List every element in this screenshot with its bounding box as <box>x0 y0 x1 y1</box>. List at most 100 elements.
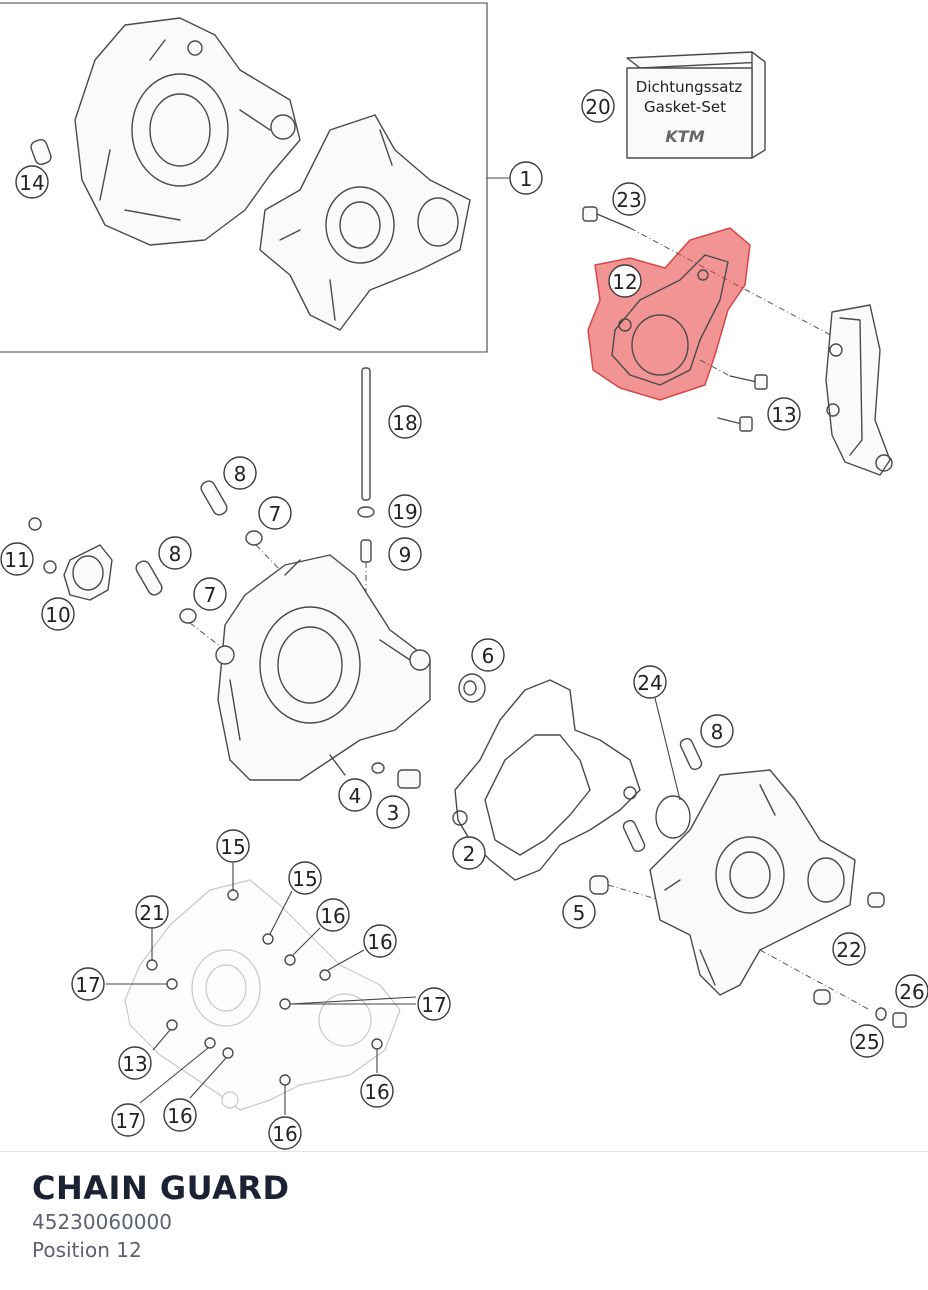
callout-circle <box>608 264 642 298</box>
callout-number: 4 <box>349 784 362 808</box>
screws-11[interactable] <box>28 517 57 574</box>
callout-circle <box>111 1103 145 1137</box>
dowel-pin-14[interactable] <box>29 138 52 166</box>
bushings-7-left[interactable] <box>179 530 286 651</box>
callout-8[interactable]: 8 <box>158 536 192 570</box>
callout-15[interactable]: 15 <box>288 861 322 895</box>
callout-number: 16 <box>272 1122 297 1146</box>
callout-circle <box>509 161 543 195</box>
crankcase-half-right-top[interactable] <box>259 114 471 331</box>
callout-circle <box>895 974 928 1008</box>
callout-circle <box>193 577 227 611</box>
plug-22[interactable] <box>759 892 885 1011</box>
divider <box>0 1151 928 1152</box>
dowels-8-right[interactable] <box>622 737 703 853</box>
callout-14[interactable]: 14 <box>15 165 49 199</box>
crankcase-half-right-bottom[interactable] <box>649 769 856 996</box>
callout-number: 8 <box>169 542 182 566</box>
callout-16[interactable]: 16 <box>316 898 350 932</box>
cover-10[interactable] <box>63 544 113 601</box>
callout-26[interactable]: 26 <box>895 974 928 1008</box>
callout-19[interactable]: 19 <box>388 494 422 528</box>
callout-circle <box>850 1024 884 1058</box>
circlip-24[interactable] <box>654 697 691 839</box>
callout-8[interactable]: 8 <box>223 456 257 490</box>
gasket-set-box[interactable]: Dichtungssatz Gasket-Set KTM <box>626 51 766 159</box>
stud-18[interactable] <box>361 367 371 501</box>
callout-7[interactable]: 7 <box>193 577 227 611</box>
callout-4[interactable]: 4 <box>338 778 372 812</box>
callout-11[interactable]: 11 <box>0 542 34 576</box>
callout-number: 20 <box>585 95 610 119</box>
callout-number: 6 <box>482 644 495 668</box>
callout-circle <box>612 182 646 216</box>
callout-number: 16 <box>367 930 392 954</box>
callout-20[interactable]: 20 <box>581 89 615 123</box>
callout-circle <box>316 898 350 932</box>
callout-circle <box>216 829 250 863</box>
callout-5[interactable]: 5 <box>562 895 596 929</box>
callout-number: 22 <box>836 938 861 962</box>
callout-12[interactable]: 12 <box>608 264 642 298</box>
callout-circle <box>363 924 397 958</box>
callout-7[interactable]: 7 <box>258 496 292 530</box>
callout-number: 17 <box>115 1109 140 1133</box>
callout-8[interactable]: 8 <box>700 714 734 748</box>
dowels-8-left[interactable] <box>134 479 229 597</box>
callout-labels: 1 14 20 23 12 13 18 8 19 7 11 8 9 7 10 6 24 8 43 15 2 15 5 21 16… <box>0 89 928 1150</box>
callout-number: 7 <box>204 583 217 607</box>
callout-10[interactable]: 10 <box>41 597 75 631</box>
callout-16[interactable]: 16 <box>268 1116 302 1150</box>
plug-3[interactable] <box>397 769 421 789</box>
callout-number: 25 <box>854 1030 879 1054</box>
gasket-box-line1: Dichtungssatz <box>636 78 743 96</box>
chain-slider-rail[interactable] <box>825 304 893 476</box>
callout-16[interactable]: 16 <box>163 1098 197 1132</box>
callout-17[interactable]: 17 <box>111 1103 145 1137</box>
callout-number: 13 <box>122 1052 147 1076</box>
callout-circle <box>135 895 169 929</box>
callout-number: 9 <box>399 543 412 567</box>
bearing-6[interactable] <box>458 673 486 703</box>
crankcase-half-left-top[interactable] <box>74 17 301 246</box>
callout-22[interactable]: 22 <box>832 932 866 966</box>
callout-3[interactable]: 3 <box>376 795 410 829</box>
screws-13[interactable] <box>699 359 768 432</box>
callout-15[interactable]: 15 <box>216 829 250 863</box>
callout-16[interactable]: 16 <box>360 1074 394 1108</box>
washer-25[interactable] <box>875 1007 887 1021</box>
callout-16[interactable]: 16 <box>363 924 397 958</box>
callout-number: 15 <box>292 867 317 891</box>
callout-2[interactable]: 2 <box>452 836 486 870</box>
bushing-5[interactable] <box>589 875 661 901</box>
part-number: 45230060000 <box>32 1210 172 1234</box>
callout-1[interactable]: 1 <box>509 161 543 195</box>
cover-screws[interactable] <box>146 889 383 1086</box>
callout-circle <box>417 987 451 1021</box>
callout-23[interactable]: 23 <box>612 182 646 216</box>
screw-26[interactable] <box>892 1012 907 1028</box>
callout-18[interactable]: 18 <box>388 405 422 439</box>
callout-25[interactable]: 25 <box>850 1024 884 1058</box>
washer-19[interactable] <box>357 506 375 518</box>
callout-number: 7 <box>269 502 282 526</box>
crankcase-half-middle[interactable] <box>215 554 431 781</box>
callout-24[interactable]: 24 <box>633 665 667 699</box>
callout-13[interactable]: 13 <box>767 397 801 431</box>
callout-circle <box>767 397 801 431</box>
callout-17[interactable]: 17 <box>417 987 451 1021</box>
callout-13[interactable]: 13 <box>118 1046 152 1080</box>
side-cover-faint[interactable] <box>124 879 401 1111</box>
callout-number: 5 <box>573 901 586 925</box>
gasket-2[interactable] <box>452 679 641 881</box>
callout-21[interactable]: 21 <box>135 895 169 929</box>
callout-9[interactable]: 9 <box>388 537 422 571</box>
callout-number: 8 <box>234 462 247 486</box>
callout-17[interactable]: 17 <box>71 967 105 1001</box>
callout-number: 13 <box>771 403 796 427</box>
callout-circle <box>388 494 422 528</box>
callout-6[interactable]: 6 <box>471 638 505 672</box>
callout-number: 17 <box>75 973 100 997</box>
seal-4[interactable] <box>371 762 385 774</box>
crankcase-assembly-frame <box>0 2 510 353</box>
